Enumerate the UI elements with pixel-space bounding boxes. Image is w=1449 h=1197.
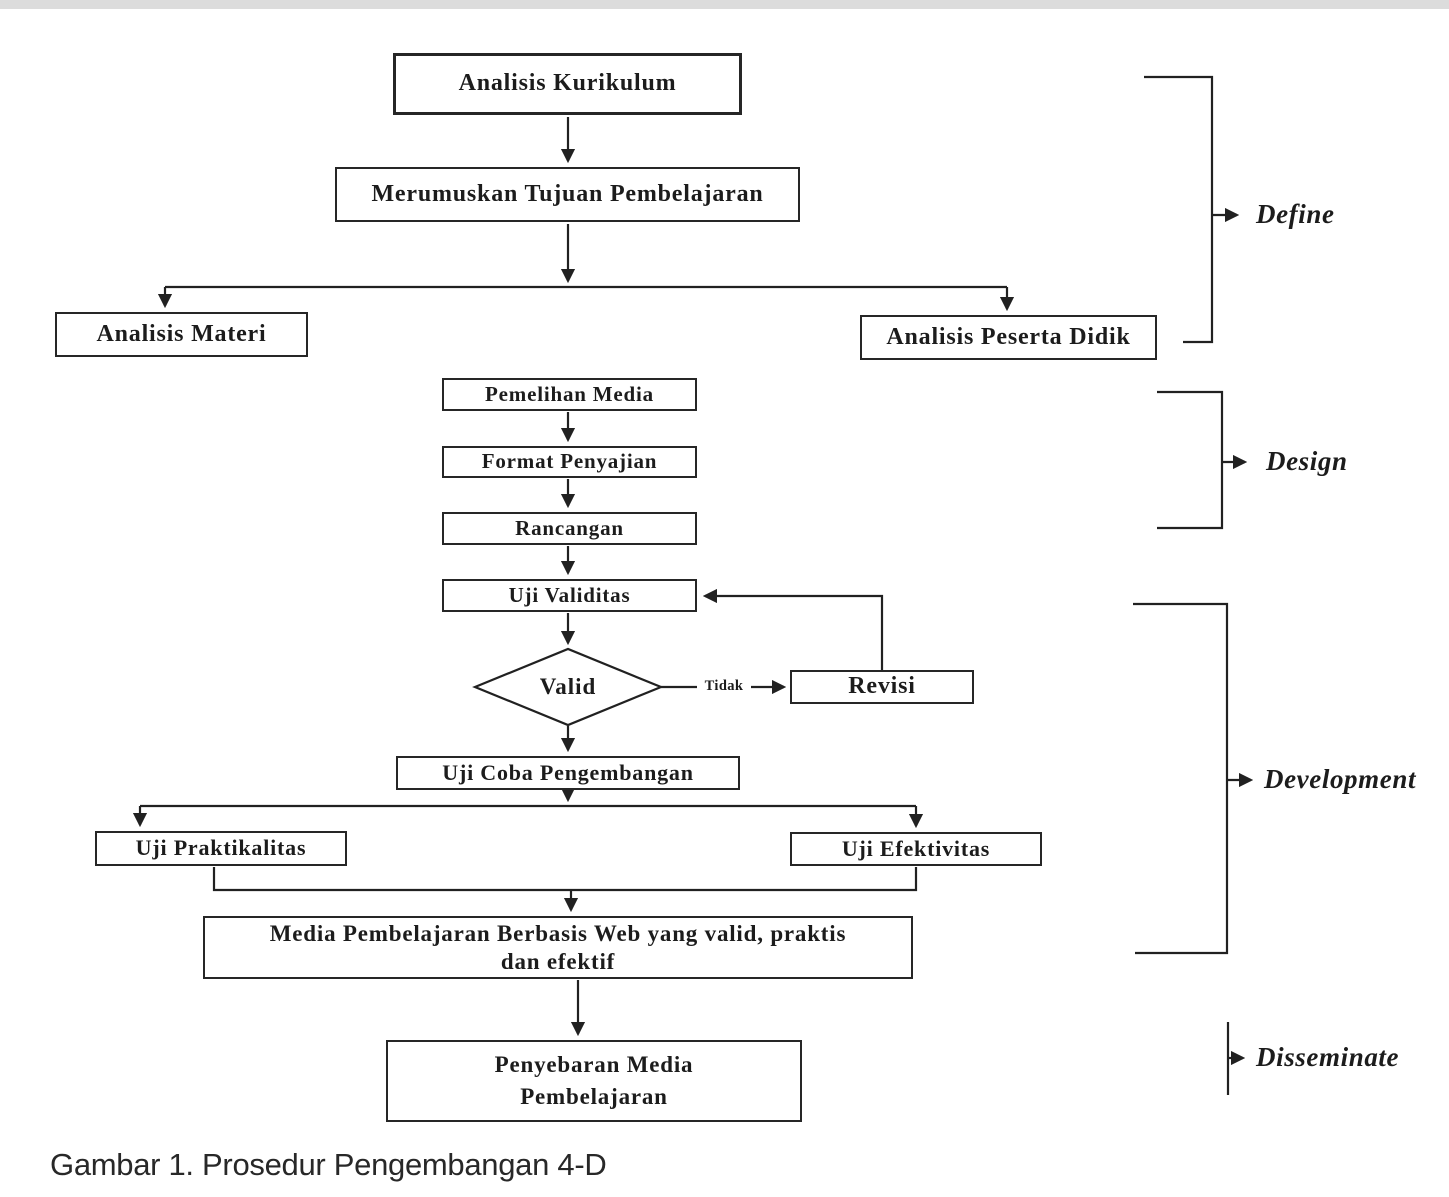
node-analisis-materi: Analisis Materi xyxy=(55,312,308,357)
node-analisis-kurikulum: Analisis Kurikulum xyxy=(393,53,742,115)
node-uji-praktikalitas: Uji Praktikalitas xyxy=(95,831,347,866)
node-analisis-kurikulum-label: Analisis Kurikulum xyxy=(458,70,677,97)
node-rancangan-label: Rancangan xyxy=(515,515,624,540)
node-penyebaran-media-line1: Penyebaran Media xyxy=(494,1052,694,1077)
node-pemelihan-media-label: Pemelihan Media xyxy=(485,381,654,406)
node-uji-validitas: Uji Validitas xyxy=(442,579,697,612)
merge-line-tests xyxy=(212,867,918,892)
node-media-valid: Media Pembelajaran Berbasis Web yang val… xyxy=(203,916,913,979)
phase-label-define: Define xyxy=(1256,199,1335,229)
node-media-valid-line1: Media Pembelajaran Berbasis Web yang val… xyxy=(269,920,847,946)
node-analisis-materi-label: Analisis Materi xyxy=(96,320,267,347)
node-uji-efektivitas-label: Uji Efektivitas xyxy=(841,835,991,861)
node-uji-validitas-label: Uji Validitas xyxy=(508,582,631,607)
node-media-valid-text: Media Pembelajaran Berbasis Web yang val… xyxy=(270,920,846,976)
node-media-valid-line2: dan efektif xyxy=(500,948,616,974)
page-top-edge-bar xyxy=(0,0,1449,9)
valid-diamond-label: Valid xyxy=(539,674,597,699)
phase-label-design: Design xyxy=(1266,446,1348,476)
node-pemelihan-media: Pemelihan Media xyxy=(442,378,697,411)
node-merumuskan-tujuan-label: Merumuskan Tujuan Pembelajaran xyxy=(371,180,764,207)
node-penyebaran-media-text: Penyebaran Media Pembelajaran xyxy=(495,1049,694,1113)
node-analisis-peserta-didik: Analisis Peserta Didik xyxy=(860,315,1157,360)
node-format-penyajian-label: Format Penyajian xyxy=(481,449,658,474)
node-merumuskan-tujuan: Merumuskan Tujuan Pembelajaran xyxy=(335,167,800,222)
connector-revisi-back-to-validitas xyxy=(702,588,884,670)
node-penyebaran-media: Penyebaran Media Pembelajaran xyxy=(386,1040,802,1122)
node-revisi: Revisi xyxy=(790,670,974,704)
node-revisi-label: Revisi xyxy=(848,673,916,700)
node-uji-coba-pengembangan-label: Uji Coba Pengembangan xyxy=(442,759,694,785)
bracket-design xyxy=(1157,390,1224,530)
node-penyebaran-media-line2: Pembelajaran xyxy=(520,1084,668,1109)
node-analisis-peserta-didik-label: Analisis Peserta Didik xyxy=(886,323,1131,350)
node-uji-efektivitas: Uji Efektivitas xyxy=(790,832,1042,866)
node-format-penyajian: Format Penyajian xyxy=(442,446,697,478)
phase-label-development: Development xyxy=(1264,764,1417,794)
phase-label-disseminate: Disseminate xyxy=(1256,1042,1400,1072)
bracket-development xyxy=(1133,602,1229,955)
node-uji-praktikalitas-label: Uji Praktikalitas xyxy=(135,835,307,861)
figure-caption: Gambar 1. Prosedur Pengembangan 4-D xyxy=(50,1147,607,1182)
node-uji-coba-pengembangan: Uji Coba Pengembangan xyxy=(396,756,740,790)
tidak-edge-label: Tidak xyxy=(697,678,751,695)
node-rancangan: Rancangan xyxy=(442,512,697,545)
bracket-define xyxy=(1144,75,1214,344)
